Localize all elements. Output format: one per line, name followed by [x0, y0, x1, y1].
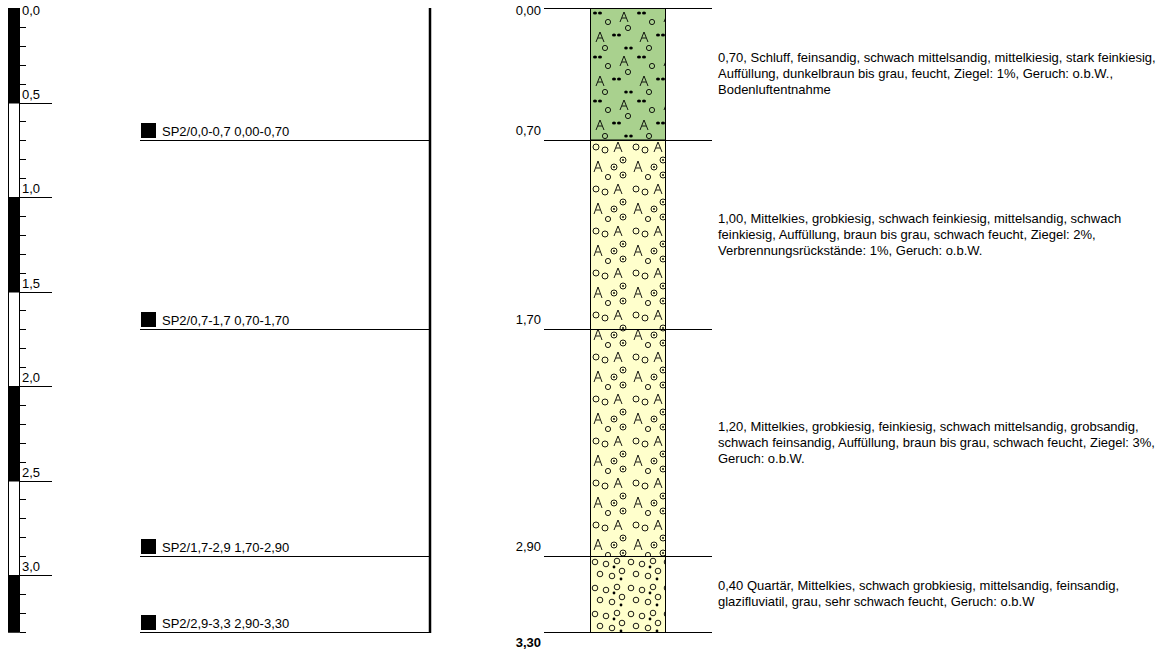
ruler-tick	[20, 235, 26, 236]
ruler-tick	[20, 518, 26, 519]
ruler-tick	[20, 292, 52, 293]
ruler-tick	[20, 499, 26, 500]
layer-description: 1,00, Mittelkies, grobkiesig, schwach fe…	[718, 211, 1163, 259]
scale-number: 0,0	[22, 3, 40, 19]
ruler-tick	[20, 84, 26, 85]
ruler-tick	[20, 310, 26, 311]
depth-label: 2,90	[516, 539, 541, 555]
ruler-tick	[20, 216, 26, 217]
ruler-segment	[9, 198, 20, 293]
ruler-tick	[20, 159, 26, 160]
ruler-tick	[20, 197, 52, 198]
ruler-segment	[9, 292, 20, 387]
sample-label: SP2/1,7-2,9 1,70-2,90	[162, 540, 289, 556]
sample-markers	[141, 123, 156, 630]
ruler-tick	[20, 65, 26, 66]
boring-column	[591, 9, 666, 633]
ruler-tick	[20, 121, 26, 122]
depth-label: 1,70	[516, 312, 541, 328]
ruler-tick	[20, 140, 26, 141]
ruler-tick	[20, 556, 26, 557]
sample-label: SP2/0,0-0,7 0,00-0,70	[162, 124, 289, 140]
ruler-tick	[20, 537, 26, 538]
ruler-tick	[20, 481, 52, 482]
ruler-segment	[9, 576, 20, 633]
sample-axis	[429, 8, 432, 633]
scale-number: 2,5	[22, 465, 40, 481]
depth-label: 3,30	[516, 635, 541, 651]
boundary-ticks	[544, 9, 712, 633]
ruler-tick	[20, 462, 26, 463]
layer-description: 0,70, Schluff, feinsandig, schwach mitte…	[718, 50, 1163, 98]
ruler-tick	[20, 103, 52, 104]
ruler-segment	[9, 9, 20, 104]
scale-number: 3,0	[22, 559, 40, 575]
ruler-tick	[20, 27, 26, 28]
ruler-tick	[20, 348, 26, 349]
ruler-tick	[20, 424, 26, 425]
scale-number: 0,5	[22, 87, 40, 103]
scale-number: 2,0	[22, 370, 40, 386]
ruler-tick	[20, 178, 26, 179]
ruler-segment	[9, 103, 20, 198]
ruler-tick	[20, 386, 52, 387]
depth-label: 0,00	[516, 3, 541, 19]
sample-label: SP2/0,7-1,7 0,70-1,70	[162, 313, 289, 329]
layer-description: 1,20, Mittelkies, grobkiesig, feinkiesig…	[718, 419, 1163, 467]
ruler-tick	[20, 254, 26, 255]
depth-ruler	[9, 9, 53, 633]
ruler-segment	[9, 387, 20, 482]
depth-label: 0,70	[516, 123, 541, 139]
scale-number: 1,5	[22, 276, 40, 292]
ruler-tick	[20, 405, 26, 406]
ruler-tick	[20, 329, 26, 330]
ruler-tick	[20, 632, 26, 633]
sample-label: SP2/2,9-3,3 2,90-3,30	[162, 616, 289, 632]
ruler-tick	[20, 367, 26, 368]
sample-lines	[140, 141, 430, 633]
ruler-tick	[20, 443, 26, 444]
scale-number: 1,0	[22, 181, 40, 197]
ruler-tick	[20, 46, 26, 47]
ruler-tick	[20, 613, 26, 614]
ruler-segment	[9, 481, 20, 576]
ruler-tick	[20, 575, 52, 576]
ruler-tick	[20, 594, 26, 595]
ruler-tick	[20, 273, 26, 274]
layer-description: 0,40 Quartär, Mittelkies, schwach grobki…	[718, 578, 1163, 610]
